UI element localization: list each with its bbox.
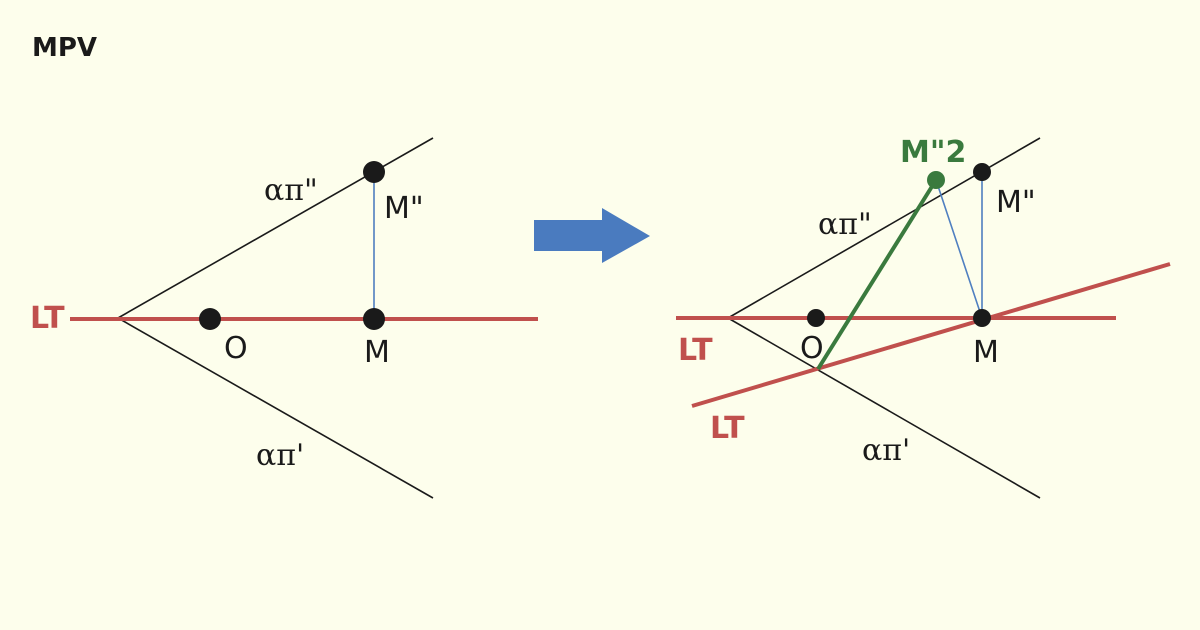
right-point-o-label: O: [800, 331, 824, 366]
right-ground-line-new: [691, 262, 1171, 408]
diagram-title: MPV: [32, 33, 97, 63]
right-ground-line-old-label: LT: [678, 333, 713, 368]
left-point-o-label: O: [224, 331, 248, 366]
left-point-m-label: M: [364, 335, 390, 370]
left-trace-lower-label: απ': [256, 438, 304, 473]
left-point-m-front-dot: [363, 161, 385, 183]
left-trace-upper-label: απ": [264, 173, 318, 208]
right-point-m-label: M: [973, 335, 999, 370]
right-point-o-dot: [807, 309, 825, 327]
right-point-m-new-dot: [927, 171, 945, 189]
right-trace-upper-label: απ": [818, 207, 872, 242]
left-trace-lower-line: [117, 317, 434, 499]
left-trace-upper-line: [117, 137, 434, 319]
right-point-m-dot: [973, 309, 991, 327]
left-panel: LT O M M" απ" απ': [30, 137, 538, 499]
right-new-point-construction-line: [816, 178, 938, 371]
left-point-m-front-label: M": [384, 191, 424, 226]
right-trace-lower-line: [727, 317, 1041, 499]
left-point-m-dot: [363, 308, 385, 330]
right-trace-lower-label: απ': [862, 433, 910, 468]
right-trace-upper-line: [727, 137, 1041, 319]
right-point-m-front-label: M": [996, 185, 1036, 220]
right-point-m-new-label: M"2: [900, 135, 966, 170]
left-point-o-dot: [199, 308, 221, 330]
right-new-projector-line: [935, 179, 983, 319]
right-point-m-front-dot: [973, 163, 991, 181]
left-ground-line-label: LT: [30, 301, 65, 336]
right-panel: LT LT O M M" M"2 απ" απ': [676, 135, 1171, 499]
right-ground-line-new-label: LT: [710, 411, 745, 446]
transform-arrow-icon: [534, 208, 650, 263]
